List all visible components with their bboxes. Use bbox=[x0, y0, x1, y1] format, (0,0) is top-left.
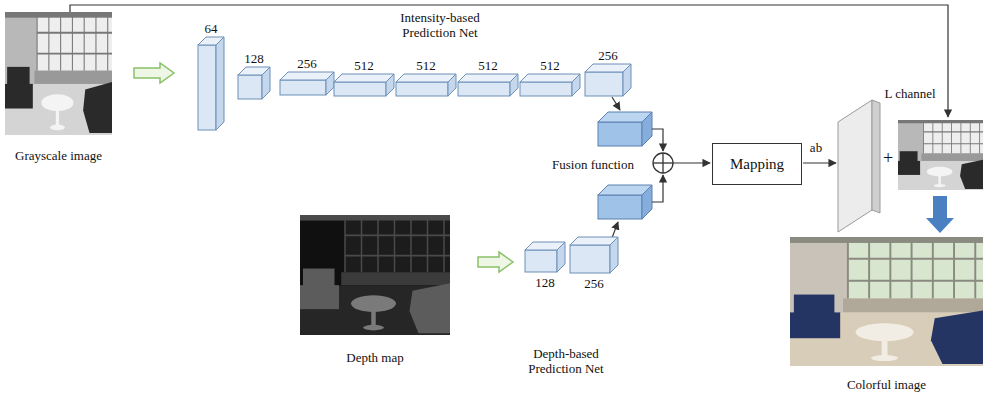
block-faces bbox=[570, 237, 618, 273]
layer-block: 256 bbox=[570, 237, 618, 290]
channel-count: 256 bbox=[280, 55, 334, 72]
block-shape bbox=[334, 74, 394, 96]
network-title: Intensity-based Prediction Net bbox=[375, 10, 505, 40]
depth-photo bbox=[300, 215, 450, 335]
block-shape bbox=[198, 37, 224, 130]
fusion-block bbox=[598, 112, 652, 146]
channel-count: 128 bbox=[238, 50, 270, 67]
layer-block: 128 bbox=[525, 242, 565, 289]
layer-block: 128 bbox=[238, 50, 270, 99]
block-faces bbox=[458, 74, 518, 96]
block-faces bbox=[280, 72, 334, 95]
image-node: Colorful image bbox=[790, 237, 983, 392]
output-arrow bbox=[926, 196, 954, 233]
block-shape bbox=[238, 67, 270, 99]
channel-count: 256 bbox=[585, 47, 631, 64]
layer-block: 512 bbox=[458, 57, 518, 96]
network-title: Depth-based Prediction Net bbox=[508, 346, 624, 376]
image-caption: Colorful image bbox=[847, 377, 926, 392]
channel-count: 512 bbox=[334, 57, 394, 74]
block-shape bbox=[585, 64, 631, 96]
process-label: Mapping bbox=[730, 155, 784, 173]
block-faces bbox=[525, 242, 565, 272]
label-holder: L channel bbox=[878, 86, 942, 101]
label-holder: Intensity-based Prediction Net bbox=[375, 10, 505, 40]
sum-symbol bbox=[653, 153, 673, 173]
fusion-block bbox=[598, 185, 652, 219]
channel-label: L channel bbox=[878, 86, 942, 101]
process-box: Mapping bbox=[712, 143, 802, 185]
channel-count: 512 bbox=[396, 57, 456, 74]
image-caption: Depth map bbox=[346, 350, 403, 365]
label-holder: + bbox=[878, 148, 898, 168]
channel-count: 512 bbox=[458, 57, 518, 74]
image-caption: Grayscale image bbox=[15, 148, 102, 163]
label-holder: Fusion function bbox=[540, 157, 646, 172]
channel-label: ab bbox=[803, 140, 829, 155]
block-shape bbox=[525, 242, 565, 272]
layer-block: 512 bbox=[520, 57, 580, 96]
channel-count: 256 bbox=[570, 275, 618, 292]
block-shape bbox=[520, 74, 580, 96]
image-node: Depth map bbox=[300, 215, 450, 365]
input-arrow bbox=[478, 252, 513, 272]
block-faces bbox=[585, 64, 631, 96]
layer-block: 256 bbox=[280, 55, 334, 95]
ab-output-slab bbox=[838, 100, 880, 232]
l-channel-photo bbox=[898, 120, 983, 190]
block-shape bbox=[458, 74, 518, 96]
layer-block: 64 bbox=[198, 20, 224, 130]
layer-block: 512 bbox=[334, 57, 394, 96]
layer-block: 256 bbox=[585, 47, 631, 96]
block-faces bbox=[396, 74, 456, 96]
block-shape bbox=[396, 74, 456, 96]
layer-block: 512 bbox=[396, 57, 456, 96]
block-faces bbox=[238, 67, 270, 99]
label-holder: ab bbox=[803, 140, 829, 155]
flow-arrow bbox=[70, 5, 948, 238]
grayscale-photo bbox=[5, 12, 112, 135]
block-faces bbox=[520, 74, 580, 96]
channel-count: 128 bbox=[525, 274, 565, 291]
input-arrow bbox=[134, 63, 174, 83]
block-shape bbox=[280, 72, 334, 95]
color-photo bbox=[790, 237, 983, 366]
fusion-label: Fusion function bbox=[540, 157, 646, 172]
label-holder: Depth-based Prediction Net bbox=[508, 346, 624, 376]
image-node: Grayscale image bbox=[5, 12, 112, 163]
channel-count: 512 bbox=[520, 57, 580, 74]
block-shape bbox=[570, 237, 618, 273]
channel-count: 64 bbox=[198, 20, 224, 37]
plus-sign: + bbox=[878, 148, 898, 168]
block-faces bbox=[334, 74, 394, 96]
block-faces bbox=[198, 37, 224, 130]
